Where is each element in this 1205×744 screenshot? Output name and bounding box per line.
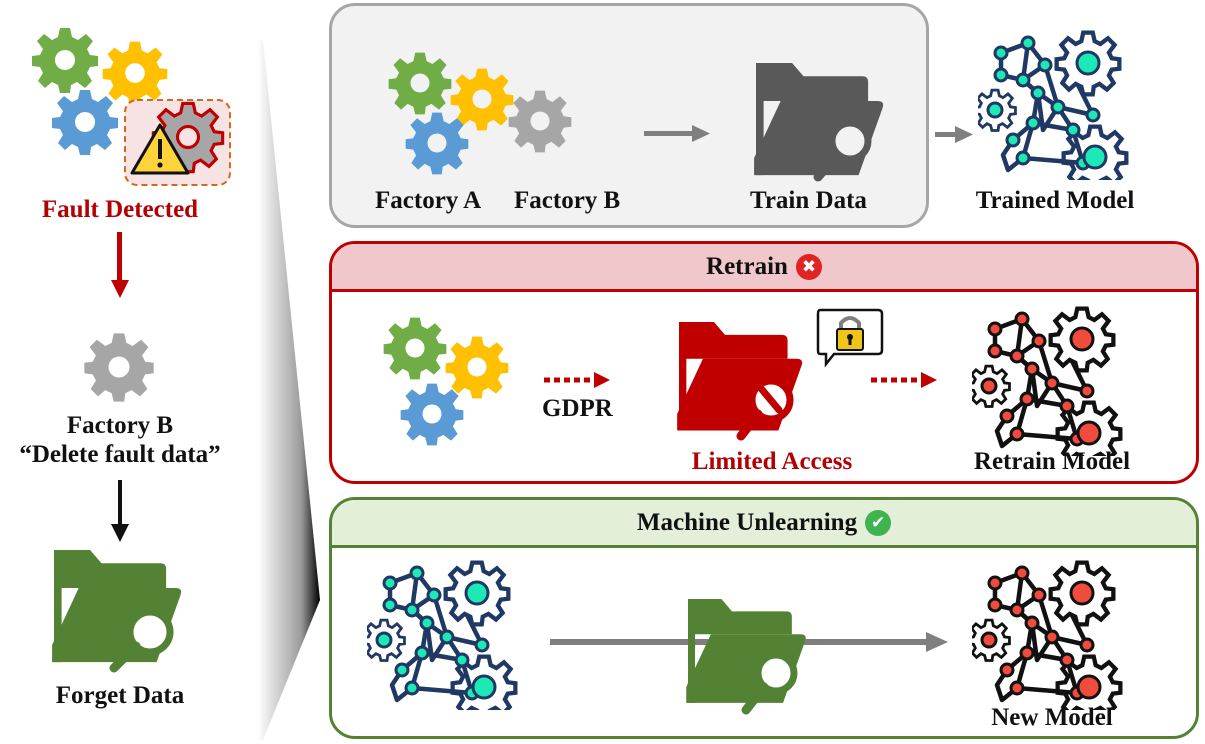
gear-gray-icon	[508, 90, 572, 153]
unlearning-title: Machine Unlearning	[636, 508, 858, 536]
unlearning-header: Machine Unlearning ✔	[332, 500, 1196, 548]
red-dotted-arrow	[544, 372, 610, 388]
gear-yellow-icon	[102, 41, 168, 106]
fault-detected-label: Fault Detected	[41, 196, 199, 223]
model-nodes	[986, 35, 1108, 171]
red-dotted-arrow	[871, 372, 937, 388]
gear-blue-icon	[400, 383, 464, 446]
retrain-model-icon	[972, 306, 1132, 456]
retrain-header: Retrain ✖	[332, 244, 1196, 292]
unlearning-panel: Machine Unlearning ✔	[329, 497, 1199, 739]
gdpr-label: GDPR	[542, 395, 613, 422]
train-data-label: Train Data	[750, 187, 867, 214]
gear-green-icon	[32, 28, 98, 93]
gray-arrow	[644, 125, 710, 142]
lock-speech-bubble	[816, 308, 884, 368]
factory-b-label: Factory B	[514, 187, 621, 214]
forget-folder-icon	[52, 550, 182, 673]
factory-gears-group	[388, 52, 572, 175]
limited-folder-icon	[677, 322, 803, 441]
black-down-arrow	[111, 480, 129, 542]
retrain-panel: Retrain ✖ GDPR Limited Access	[329, 241, 1199, 484]
delete-request-label: “Delete fault data”	[19, 441, 221, 468]
trained-model-label: Trained Model	[975, 187, 1135, 214]
model-nodes	[980, 311, 1102, 447]
model-nodes	[980, 565, 1102, 701]
gear-gray-icon	[84, 333, 154, 402]
warning-icon	[130, 123, 190, 175]
retrain-model-label: Retrain Model	[973, 448, 1131, 475]
training-panel: Factory A Factory B Train Data	[329, 3, 929, 228]
new-model-label: New Model	[991, 704, 1113, 731]
new-model-icon	[972, 560, 1132, 710]
magnifier-icon	[126, 608, 174, 656]
padlock-icon	[836, 316, 864, 351]
train-folder-icon	[754, 63, 884, 182]
factory-gears-group	[383, 317, 509, 446]
forget-folder-icon	[686, 599, 806, 715]
check-circle-icon: ✔	[865, 509, 892, 536]
factory-a-label: Factory A	[375, 187, 482, 214]
gear-yellow-icon	[445, 336, 509, 399]
magnifier-icon	[828, 119, 872, 163]
forget-data-label: Forget Data	[55, 682, 185, 709]
trained-model-icon	[978, 30, 1138, 180]
gear-green-icon	[383, 317, 447, 380]
retrain-title: Retrain	[706, 252, 788, 280]
gray-arrow	[935, 126, 973, 143]
gear-blue-icon	[405, 112, 469, 175]
fault-gears-group	[32, 28, 231, 186]
factory-b-label: Factory B	[66, 412, 174, 439]
gear-yellow-icon	[450, 68, 514, 131]
zoom-shadow	[258, 40, 320, 740]
trained-model-icon	[367, 560, 527, 710]
magnifier-icon	[754, 651, 798, 695]
x-circle-icon: ✖	[795, 253, 822, 280]
gear-green-icon	[388, 52, 452, 115]
model-nodes	[375, 565, 497, 701]
red-down-arrow	[111, 232, 129, 298]
gear-blue-icon	[52, 90, 118, 155]
limited-access-label: Limited Access	[691, 448, 853, 475]
